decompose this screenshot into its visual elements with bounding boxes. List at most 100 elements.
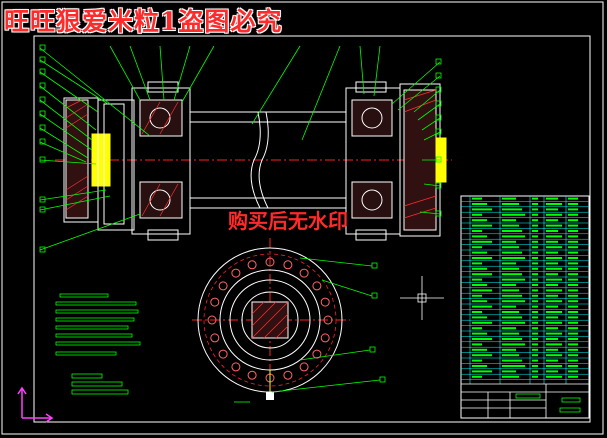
parts-list-cell-mark — [546, 251, 558, 254]
parts-list-cell-mark — [546, 316, 558, 319]
parts-list-cell-mark — [568, 289, 578, 292]
parts-list-cell-mark — [532, 321, 538, 324]
parts-list-cell-mark — [546, 267, 562, 270]
parts-list-cell-mark — [546, 354, 562, 357]
bolt-hole — [299, 268, 309, 278]
parts-list-cell-mark — [472, 235, 487, 238]
parts-list-cell-mark — [472, 343, 482, 346]
parts-list-cell-mark — [472, 375, 482, 378]
parts-list-cell-mark — [502, 197, 516, 200]
parts-list-cell-mark — [546, 343, 562, 346]
parts-list-cell-mark — [472, 300, 487, 303]
parts-list-cell-mark — [546, 375, 562, 378]
parts-list-cell-mark — [502, 343, 525, 346]
parts-list-cell-mark — [502, 235, 525, 238]
parts-list-cell-mark — [546, 365, 562, 367]
parts-list-cell-mark — [502, 300, 525, 303]
parts-list-cell-mark — [472, 251, 487, 254]
parts-list-cell-mark — [532, 278, 538, 281]
parts-list-cell-mark — [532, 284, 538, 286]
parts-list-cell-mark — [568, 208, 578, 211]
parts-list-cell-mark — [472, 208, 492, 211]
parts-list-cell-mark — [568, 278, 578, 281]
parts-list-cell-mark — [472, 197, 482, 200]
parts-list-cell-mark — [568, 316, 578, 319]
parts-list-cell-mark — [532, 197, 538, 200]
parts-list-cell-mark — [472, 246, 482, 249]
parts-list-cell-mark — [472, 224, 492, 227]
parts-list-cell-mark — [532, 375, 538, 378]
parts-list-cell-mark — [568, 338, 578, 340]
parts-list-cell-mark — [546, 284, 558, 286]
parts-list-cell-mark — [546, 262, 558, 265]
parts-list-cell-mark — [472, 262, 482, 265]
parts-list-cell-mark — [502, 338, 522, 340]
bolt-hole — [247, 260, 257, 270]
parts-list-cell-mark — [546, 213, 562, 216]
bolt-hole — [320, 333, 330, 343]
parts-list-cell-mark — [502, 321, 525, 324]
roller-tube — [190, 111, 346, 209]
parts-list-cell-mark — [546, 359, 558, 362]
parts-list-cell-mark — [532, 230, 538, 232]
parts-list-cell-mark — [472, 338, 492, 340]
parts-list-cell-mark — [472, 257, 492, 259]
parts-list-cell-mark — [568, 230, 578, 232]
parts-list-cell-mark — [546, 197, 558, 200]
parts-list-cell-mark — [502, 327, 516, 330]
parts-list-cell-mark — [568, 273, 578, 276]
parts-list-cell-mark — [546, 289, 562, 292]
parts-list-cell-mark — [502, 257, 525, 259]
bolt-hole — [283, 260, 293, 270]
parts-list-cell-mark — [532, 224, 538, 227]
parts-list-cell-mark — [568, 348, 578, 351]
parts-list-cell-mark — [472, 321, 492, 324]
parts-list-cell-mark — [472, 311, 482, 313]
parts-list-cell-mark — [532, 359, 538, 362]
parts-list-cell-mark — [532, 338, 538, 340]
parts-list-cell-mark — [502, 332, 519, 335]
balloon-markers — [39, 44, 442, 253]
parts-list-cell-mark — [568, 240, 578, 243]
parts-list-cell-mark — [546, 278, 562, 281]
bolt-hole — [218, 281, 228, 291]
watermark-top-left: 旺旺狠爱米粒1盗图必究 — [4, 7, 283, 36]
parts-list-cell-mark — [568, 224, 578, 227]
parts-list-cell-mark — [502, 311, 519, 313]
parts-list-cell-mark — [472, 278, 482, 281]
parts-list-cell-mark — [546, 321, 562, 324]
parts-list-cell-mark — [502, 278, 525, 281]
parts-list-cell-mark — [502, 230, 522, 232]
parts-list-cell-mark — [568, 332, 578, 335]
left-wheel-hub — [63, 97, 135, 231]
parts-list-cell-mark — [546, 235, 562, 238]
parts-list-cell-mark — [502, 219, 516, 222]
parts-list-cell-mark — [568, 262, 578, 265]
section-view — [39, 44, 452, 253]
parts-list-cell-mark — [502, 354, 519, 357]
parts-list-cell-mark — [502, 262, 516, 265]
parts-list-cell-mark — [502, 305, 516, 308]
parts-list-cell-mark — [568, 213, 578, 216]
parts-list-cell-mark — [472, 365, 487, 367]
parts-list-cell-mark — [532, 316, 538, 319]
parts-list-cell-mark — [502, 348, 516, 351]
bolt-hole — [247, 370, 257, 380]
parts-list-cell-mark — [532, 332, 538, 335]
parts-list-cell-mark — [532, 203, 538, 205]
parts-list-cell-mark — [568, 327, 578, 330]
parts-list-cell-mark — [502, 316, 522, 319]
parts-list-cell-mark — [568, 284, 578, 286]
parts-list-cell-mark — [532, 213, 538, 216]
parts-list-cell-mark — [568, 300, 578, 303]
parts-list-cell-mark — [502, 370, 516, 373]
technical-notes — [55, 293, 141, 395]
parts-list-cell-mark — [568, 257, 578, 259]
bolt-hole — [231, 268, 241, 278]
parts-list-cell-mark — [568, 359, 578, 362]
parts-list-cell-mark — [532, 262, 538, 265]
parts-list-cell-mark — [532, 257, 538, 259]
parts-list-cell-mark — [532, 246, 538, 249]
parts-list-cell-mark — [568, 375, 578, 378]
